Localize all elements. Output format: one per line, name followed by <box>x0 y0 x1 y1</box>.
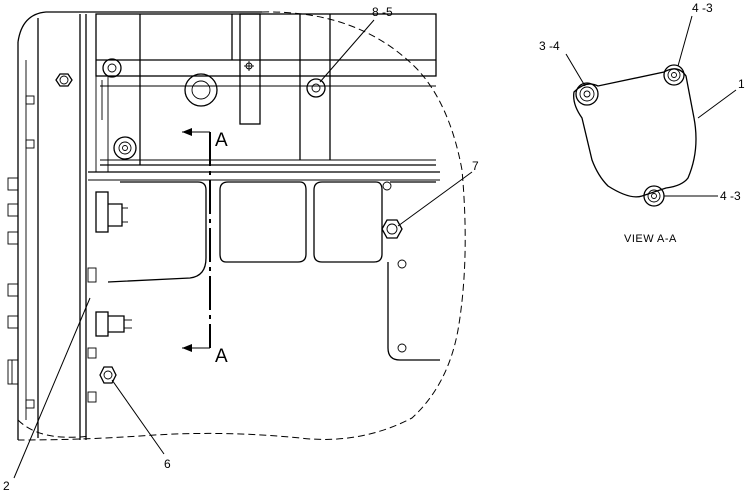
callout-4-3-bottom: 4 -3 <box>720 189 741 203</box>
section-line-a-a: A A <box>182 128 228 367</box>
callout-2: 2 <box>3 479 10 493</box>
callout-3-4: 3 -4 <box>539 39 560 53</box>
callouts-main: 8 -5 7 6 2 <box>3 5 479 493</box>
callout-6: 6 <box>164 457 171 471</box>
view-label: VIEW A-A <box>624 233 677 245</box>
callout-1: 1 <box>738 77 745 91</box>
cover-plate <box>87 171 440 403</box>
upper-bracket <box>95 13 437 173</box>
callout-4-3-top: 4 -3 <box>692 1 713 15</box>
section-marker-top: A <box>215 130 228 151</box>
view-a-a: 3 -4 4 -3 1 4 -3 VIEW A-A <box>539 1 745 245</box>
side-flange <box>7 14 87 440</box>
callout-8-5: 8 -5 <box>372 5 393 19</box>
section-marker-bottom: A <box>215 346 228 367</box>
callout-7: 7 <box>472 159 479 173</box>
